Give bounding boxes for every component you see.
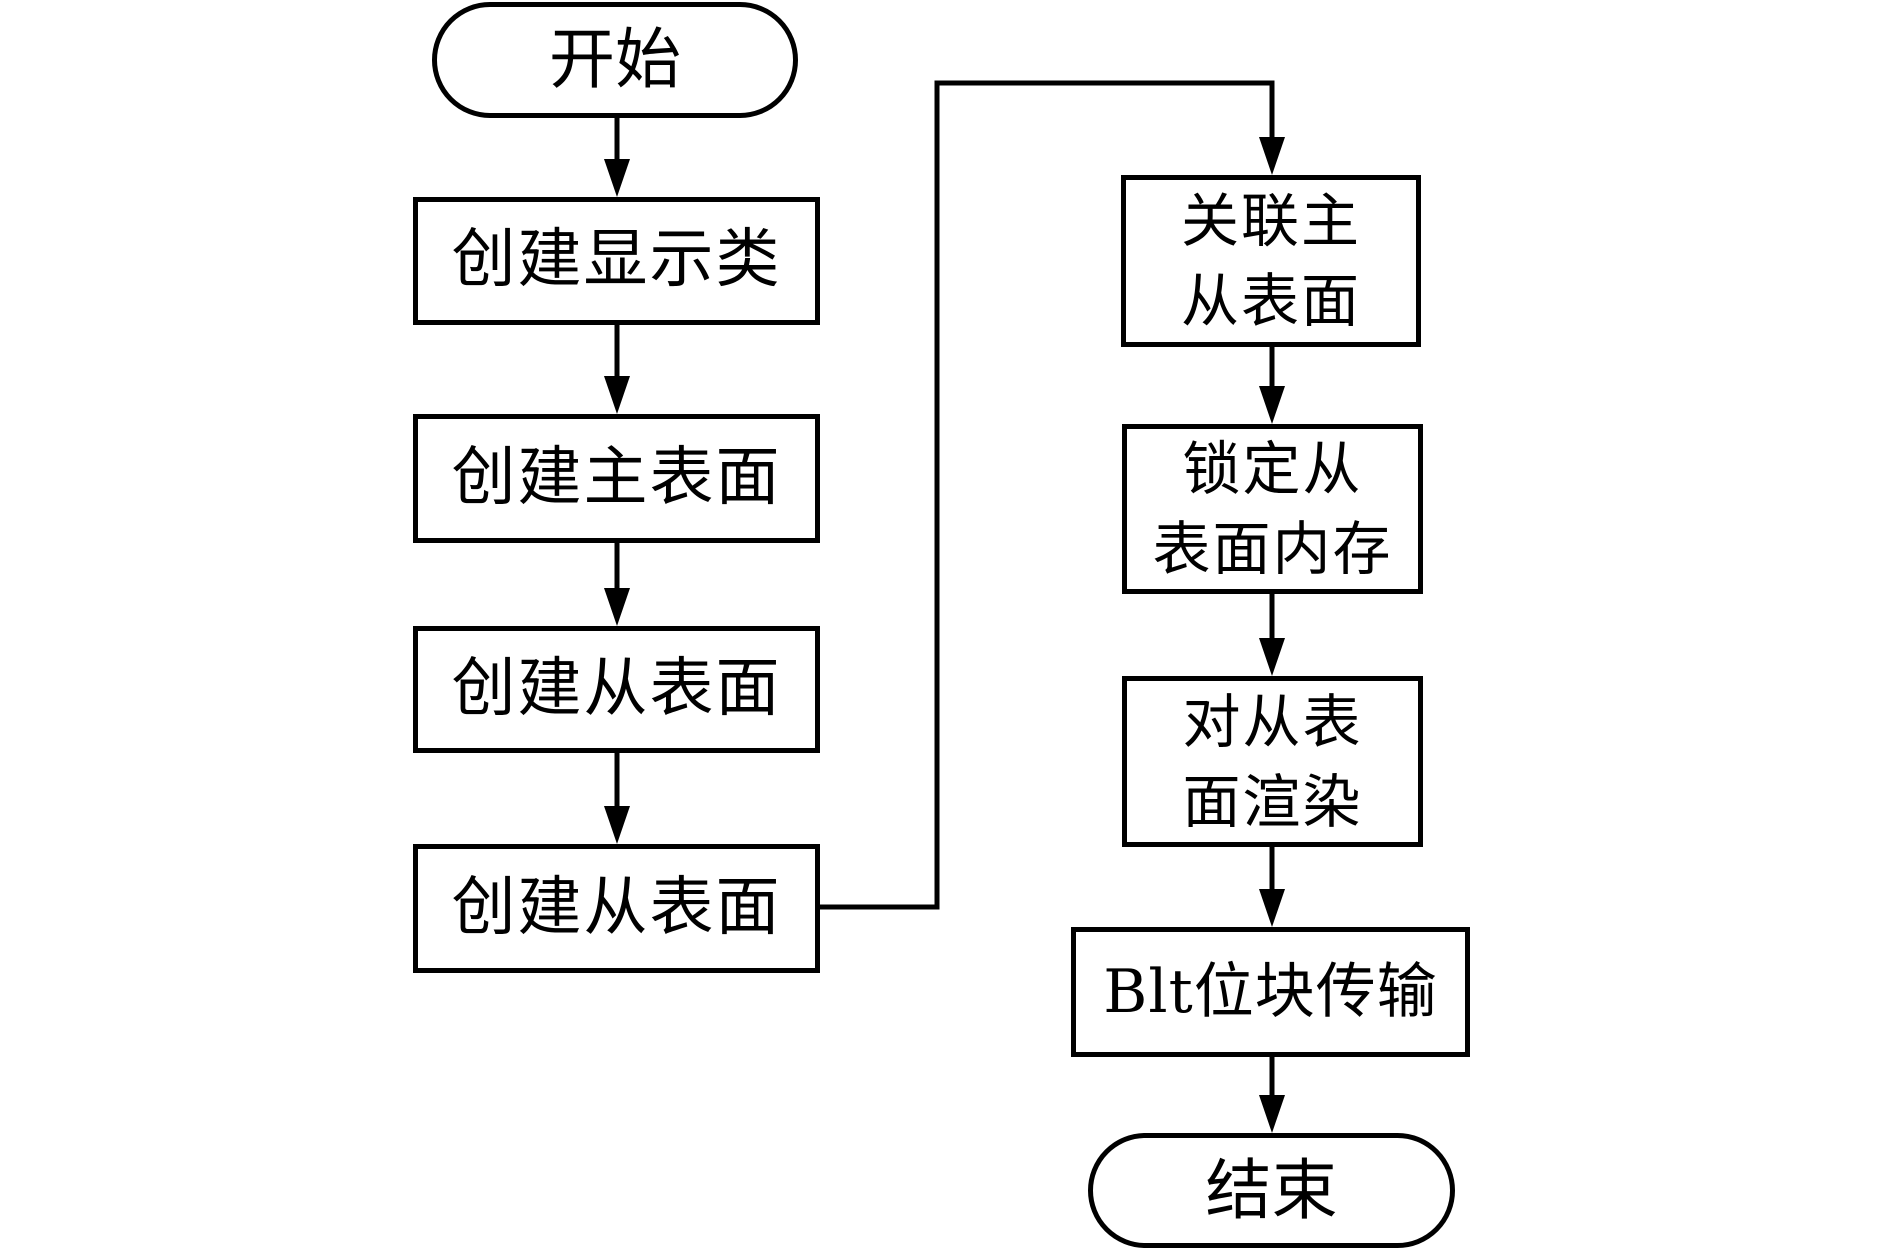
process-lock-secondary-surface-memory: 锁定从 表面内存 — [1122, 424, 1423, 594]
arrow-start-to-create-display — [604, 118, 630, 197]
start-terminator: 开始 — [432, 2, 798, 118]
create-secondary2-label: 创建从表面 — [451, 870, 782, 945]
process-render-secondary-surface: 对从表 面渲染 — [1122, 676, 1423, 847]
process-create-primary-surface: 创建主表面 — [413, 414, 820, 543]
attach-label-line2: 从表面 — [1180, 267, 1361, 335]
arrow-blt-to-end — [1259, 1057, 1285, 1133]
create-primary-label: 创建主表面 — [451, 440, 782, 515]
render-label-line2: 面渲染 — [1182, 767, 1363, 836]
start-label: 开始 — [549, 21, 681, 99]
arrow-attach-to-lock — [1259, 347, 1285, 424]
arrow-create-secondary-to-create-secondary2 — [604, 753, 630, 844]
process-create-secondary-surface: 创建从表面 — [413, 626, 820, 753]
end-label: 结束 — [1205, 1151, 1338, 1229]
arrow-create-display-to-create-primary — [604, 325, 630, 414]
create-display-label: 创建显示类 — [451, 223, 782, 298]
lock-label-line2: 表面内存 — [1152, 515, 1393, 583]
render-label-line1: 对从表 — [1182, 687, 1363, 756]
process-create-display-class: 创建显示类 — [413, 197, 820, 325]
arrow-elbow-create-secondary2-to-attach — [820, 80, 1285, 910]
attach-label-line1: 关联主 — [1180, 187, 1361, 255]
end-terminator: 结束 — [1088, 1133, 1455, 1248]
arrow-lock-to-render — [1259, 594, 1285, 676]
create-secondary-label: 创建从表面 — [451, 651, 782, 726]
arrow-render-to-blt — [1259, 847, 1285, 927]
blt-label: Blt位块传输 — [1103, 956, 1438, 1027]
lock-label-line1: 锁定从 — [1182, 435, 1363, 503]
arrow-create-primary-to-create-secondary — [604, 543, 630, 626]
process-create-secondary-surface-2: 创建从表面 — [413, 844, 820, 973]
process-blt-bit-block-transfer: Blt位块传输 — [1071, 927, 1470, 1057]
process-attach-primary-secondary-surfaces: 关联主 从表面 — [1121, 175, 1421, 347]
